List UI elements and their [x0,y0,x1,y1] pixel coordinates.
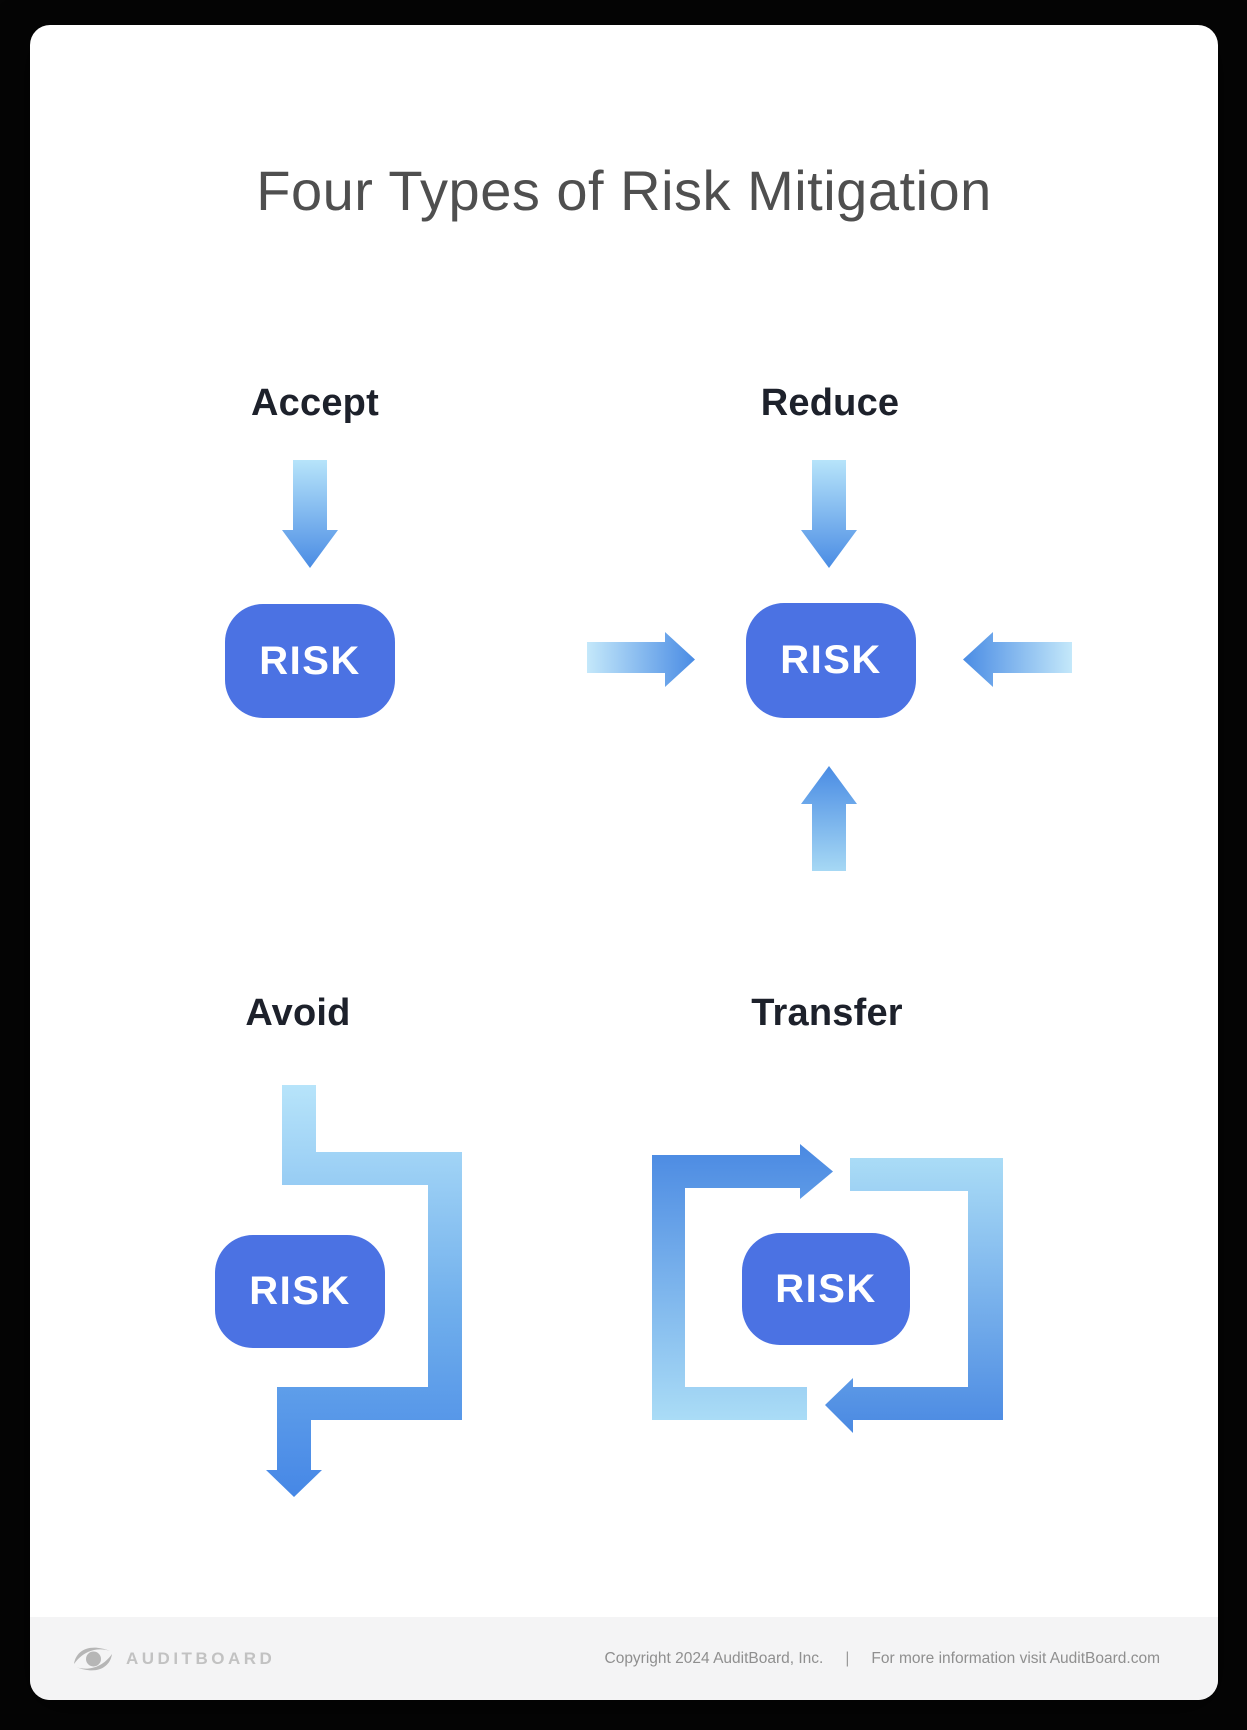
footer-copyright: Copyright 2024 AuditBoard, Inc. [604,1649,824,1667]
reduce-arrow-left-icon [587,632,695,687]
auditboard-logo-icon [74,1647,112,1670]
quadrant-label-transfer: Transfer [751,992,903,1034]
footer: AUDITBOARD Copyright 2024 AuditBoard, In… [30,1617,1218,1700]
transfer-cycle-left-arrow-icon [652,1144,833,1420]
accept-down-arrow-icon [282,460,338,568]
risk-box-avoid: RISK [215,1235,385,1348]
avoid-detour-arrow-icon [266,1085,462,1497]
risk-label: RISK [775,1266,877,1311]
reduce-arrow-right-icon [963,632,1072,687]
auditboard-brand: AUDITBOARD [72,1642,275,1676]
quadrant-label-reduce: Reduce [760,382,900,424]
risk-label: RISK [249,1269,351,1313]
reduce-arrow-top-icon [801,460,857,568]
risk-label: RISK [259,638,361,683]
reduce-arrow-bottom-icon [801,766,857,871]
quadrant-label-accept: Accept [251,382,379,424]
white-card [30,25,1218,1700]
risk-box-transfer: RISK [742,1233,910,1345]
footer-separator: | [845,1649,850,1667]
risk-label: RISK [780,638,882,682]
auditboard-brand-text: AUDITBOARD [126,1648,276,1668]
footer-info: For more information visit AuditBoard.co… [871,1649,1160,1667]
page-title: Four Types of Risk Mitigation [256,159,992,222]
footer-text: Copyright 2024 AuditBoard, Inc. | For mo… [605,1650,1161,1668]
quadrant-label-avoid: Avoid [245,992,351,1034]
risk-box-reduce: RISK [746,603,916,718]
transfer-cycle-right-arrow-icon [825,1158,1003,1433]
risk-box-accept: RISK [225,604,395,718]
